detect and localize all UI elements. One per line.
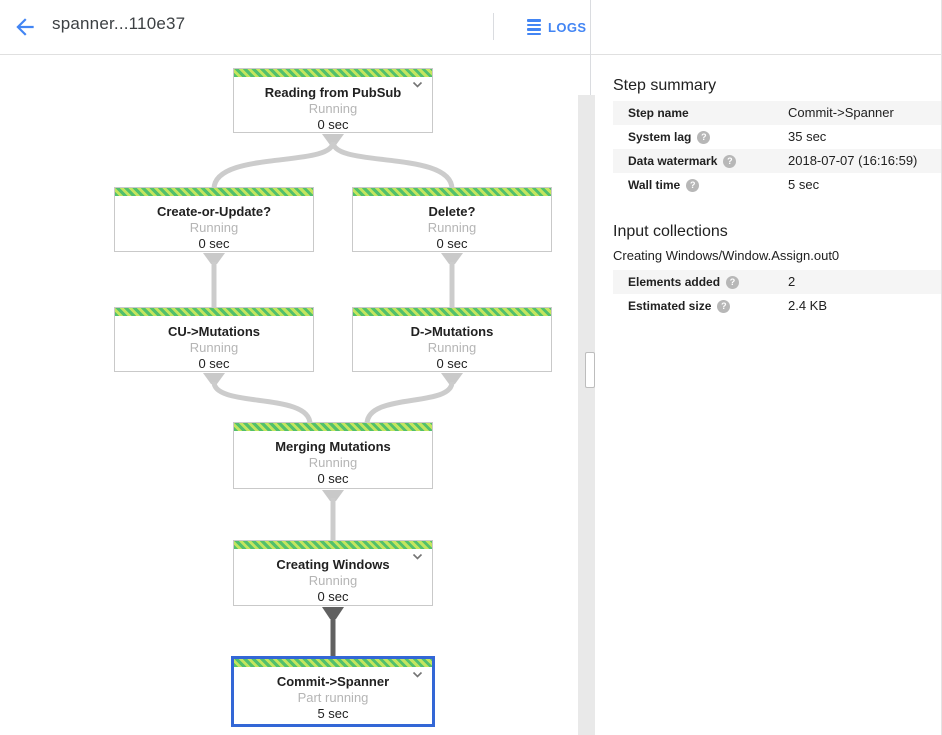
panel-resize-handle[interactable] — [585, 352, 595, 388]
table-row: Wall time? 5 sec — [613, 173, 942, 197]
node-time: 0 sec — [198, 356, 230, 371]
node-title: D->Mutations — [410, 324, 494, 339]
graph-node-cu-mutations[interactable]: CU->Mutations Running 0 sec — [114, 307, 314, 372]
row-label: Elements added — [628, 275, 721, 289]
node-status: Running — [189, 340, 239, 355]
node-status: Running — [308, 455, 358, 470]
running-stripe — [353, 188, 551, 196]
node-status: Running — [189, 220, 239, 235]
chevron-down-icon[interactable] — [412, 671, 423, 679]
running-stripe — [234, 69, 432, 77]
row-label: Step name — [628, 106, 689, 120]
running-stripe — [234, 659, 432, 667]
node-status: Running — [427, 220, 477, 235]
chevron-down-icon[interactable] — [412, 553, 423, 561]
node-time: 0 sec — [198, 236, 230, 251]
running-stripe — [234, 423, 432, 431]
help-icon[interactable]: ? — [717, 299, 731, 313]
running-stripe — [115, 188, 313, 196]
input-collections-heading: Input collections — [613, 223, 728, 240]
row-label: Wall time — [628, 178, 681, 192]
node-title: Reading from PubSub — [264, 85, 402, 100]
help-icon[interactable]: ? — [726, 275, 740, 289]
node-title: Create-or-Update? — [156, 204, 272, 219]
table-row: Elements added? 2 — [613, 270, 942, 294]
graph-node-delete[interactable]: Delete? Running 0 sec — [352, 187, 552, 252]
node-title: Delete? — [428, 204, 476, 219]
row-value: 2.4 KB — [788, 298, 828, 313]
running-stripe — [234, 541, 432, 549]
logs-list-icon — [527, 19, 541, 35]
running-stripe — [353, 308, 551, 316]
job-graph-panel: Reading from PubSub Running 0 sec Create… — [114, 68, 552, 727]
node-status: Running — [308, 573, 358, 588]
top-header-bar: spanner...110e37 LOGS — [0, 0, 942, 55]
table-row: Step name Commit->Spanner — [613, 101, 942, 125]
node-status: Part running — [297, 690, 369, 705]
node-time: 5 sec — [317, 706, 349, 721]
node-time: 0 sec — [436, 356, 468, 371]
row-label: Data watermark — [628, 154, 718, 168]
panel-divider — [590, 0, 591, 95]
node-status: Running — [427, 340, 477, 355]
node-time: 0 sec — [317, 117, 349, 132]
graph-node-d-mutations[interactable]: D->Mutations Running 0 sec — [352, 307, 552, 372]
step-summary-heading: Step summary — [613, 77, 717, 94]
node-status: Running — [308, 101, 358, 116]
logs-button[interactable]: LOGS — [527, 14, 586, 40]
help-icon[interactable]: ? — [686, 178, 700, 192]
running-stripe — [115, 308, 313, 316]
graph-scrollbar-track[interactable] — [578, 95, 595, 735]
graph-node-merging-mutations[interactable]: Merging Mutations Running 0 sec — [233, 422, 433, 489]
row-value: 35 sec — [788, 129, 827, 144]
chevron-down-icon[interactable] — [412, 81, 423, 89]
logs-button-label: LOGS — [548, 19, 587, 35]
graph-node-reading-from-pubsub[interactable]: Reading from PubSub Running 0 sec — [233, 68, 433, 133]
input-collection-name: Creating Windows/Window.Assign.out0 — [613, 248, 840, 263]
graph-node-commit-spanner-selected[interactable]: Commit->Spanner Part running 5 sec — [231, 656, 435, 727]
row-value: 5 sec — [788, 177, 820, 192]
graph-node-creating-windows[interactable]: Creating Windows Running 0 sec — [233, 540, 433, 606]
node-time: 0 sec — [436, 236, 468, 251]
step-details-panel: Step Step summary Step name Commit->Span… — [595, 0, 942, 735]
node-title: CU->Mutations — [167, 324, 261, 339]
node-title: Creating Windows — [276, 557, 390, 572]
table-row: Estimated size? 2.4 KB — [613, 294, 942, 318]
node-title: Commit->Spanner — [276, 674, 390, 689]
table-row: System lag? 35 sec — [613, 125, 942, 149]
step-summary-table: Step name Commit->Spanner System lag? 35… — [613, 101, 942, 197]
header-divider — [493, 13, 494, 40]
back-arrow-icon[interactable] — [12, 14, 38, 40]
node-time: 0 sec — [317, 471, 349, 486]
help-icon[interactable]: ? — [723, 154, 737, 168]
help-icon[interactable]: ? — [697, 130, 711, 144]
node-time: 0 sec — [317, 589, 349, 604]
table-row: Data watermark? 2018-07-07 (16:16:59) — [613, 149, 942, 173]
input-collections-table: Elements added? 2 Estimated size? 2.4 KB — [613, 270, 942, 318]
row-label: System lag — [628, 130, 692, 144]
row-value: 2018-07-07 (16:16:59) — [788, 153, 918, 168]
row-value: Commit->Spanner — [788, 105, 894, 120]
step-panel-body: Step summary Step name Commit->Spanner S… — [595, 55, 942, 318]
row-value: 2 — [788, 274, 796, 289]
row-label: Estimated size — [628, 299, 712, 313]
job-title: spanner...110e37 — [52, 14, 186, 33]
node-title: Merging Mutations — [275, 439, 391, 454]
graph-node-create-or-update[interactable]: Create-or-Update? Running 0 sec — [114, 187, 314, 252]
